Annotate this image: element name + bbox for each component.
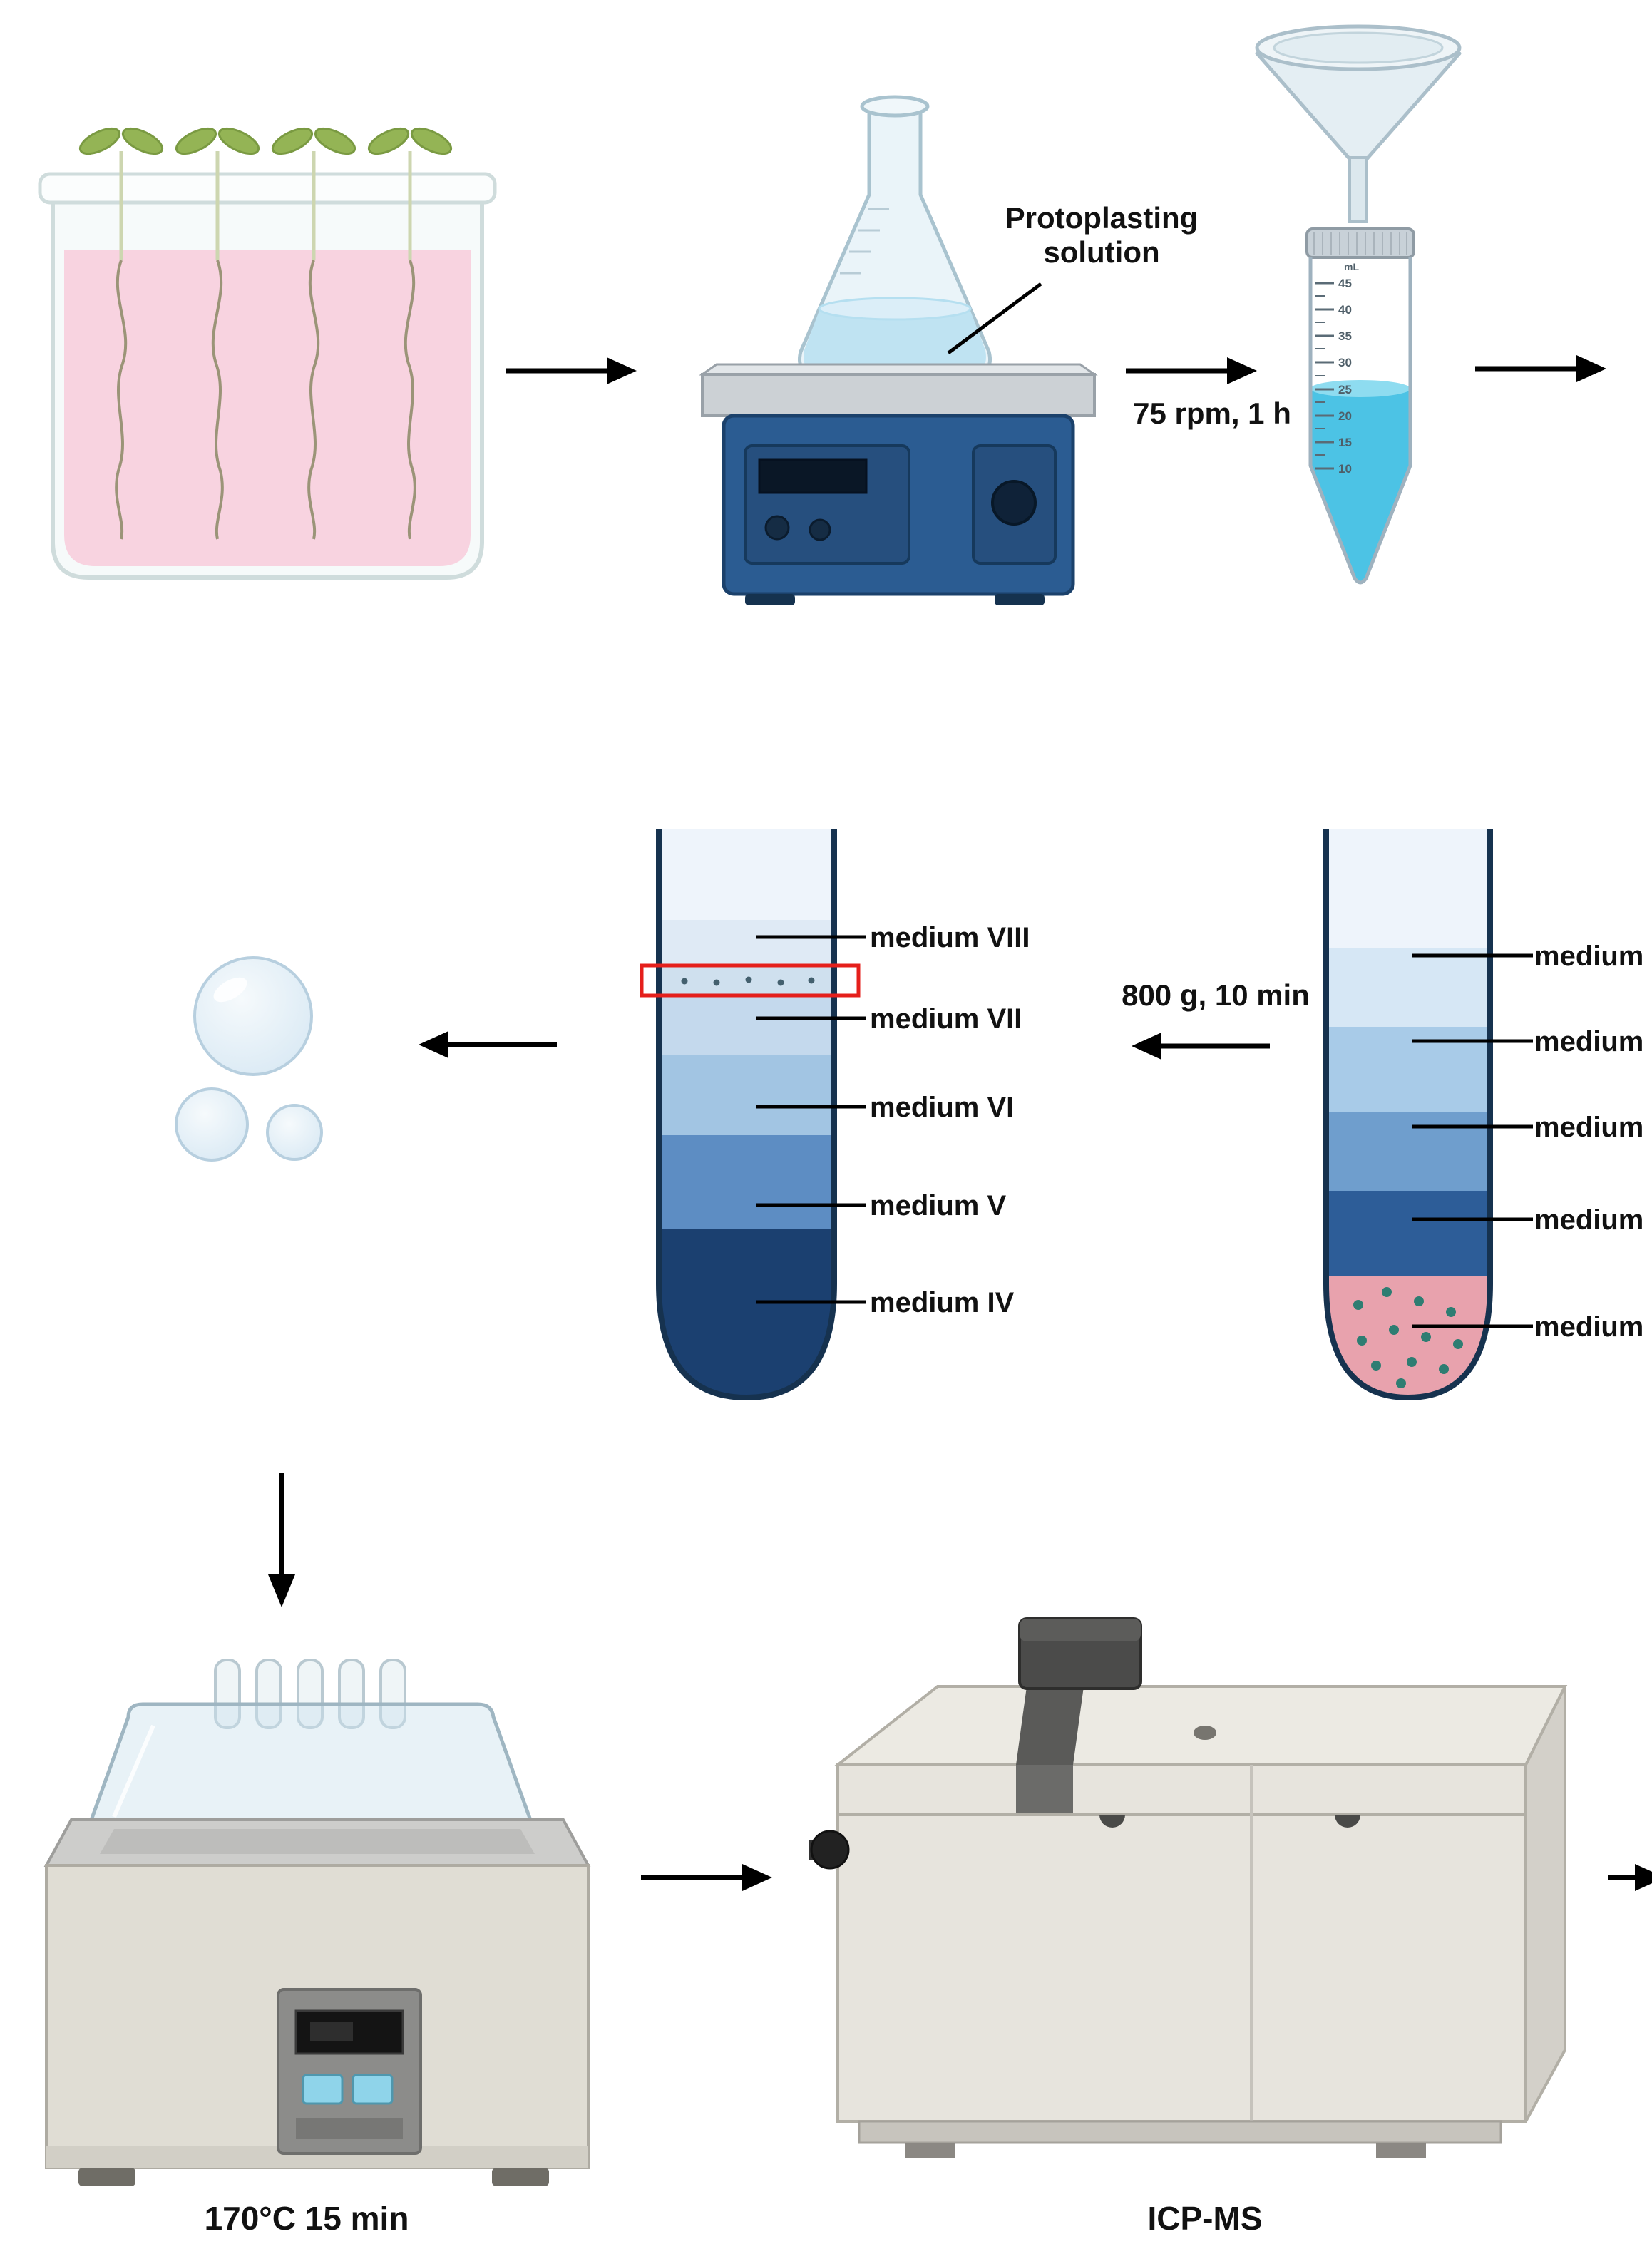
- fraction-label: medium: [1534, 941, 1643, 972]
- fraction-label: medium: [1534, 1204, 1643, 1236]
- bath-opening: [100, 1829, 535, 1854]
- sample-tubes: [214, 1659, 406, 1729]
- water-bath: [43, 1659, 591, 2186]
- bath-control-panel: [277, 1988, 422, 2155]
- falcon-scale-value: 40: [1338, 303, 1352, 317]
- seedling: [271, 127, 356, 540]
- falcon-graduations: mL 45 40 35 30 25 20 15 10: [1315, 261, 1359, 476]
- fraction-label: medium: [1534, 1026, 1643, 1057]
- icpms-instrument: [809, 1617, 1568, 2158]
- flask-liquid: [804, 309, 986, 373]
- bath-button: [352, 2074, 394, 2105]
- water-bath-caption: 170°C 15 min: [204, 2200, 409, 2237]
- falcon-scale-value: 25: [1338, 383, 1352, 396]
- protoplasting-solution-label: Protoplasting solution: [980, 201, 1223, 270]
- falcon-liquid: [1310, 389, 1410, 583]
- falcon-scale-value: 30: [1338, 356, 1352, 369]
- tube-outline: [656, 829, 837, 1401]
- falcon-unit: mL: [1344, 261, 1359, 272]
- seedling: [367, 127, 453, 540]
- icpms-foot: [905, 2143, 955, 2158]
- pointer-line: [947, 282, 1042, 355]
- gradient-bands: [659, 829, 834, 1398]
- stirrer-knob: [809, 518, 831, 541]
- icpms-base: [858, 2120, 1502, 2144]
- icpms-column-top: [1016, 1686, 1084, 1765]
- stirrer-knob: [764, 515, 790, 541]
- protoplast: [175, 1087, 249, 1162]
- protoplast-band-highlight: [640, 963, 861, 998]
- stirrer-plate: [701, 373, 1096, 417]
- icpms-side-knob: [810, 1830, 850, 1870]
- stirrer-plate-top: [699, 363, 1098, 376]
- stirrer-foot: [745, 594, 795, 605]
- tray-rim: [38, 172, 497, 205]
- arrow-right-icon: [641, 1864, 772, 1891]
- falcon-tube: mL 45 40 35 30 25 20 15 10: [1305, 227, 1415, 585]
- icpms-right-face: [1524, 1686, 1566, 2122]
- fraction-label: medium VII: [870, 1003, 1022, 1035]
- arrow-left-icon: [419, 1031, 557, 1058]
- filtration-step: mL 45 40 35 30 25 20 15 10: [1255, 24, 1462, 585]
- seedling: [175, 127, 260, 540]
- falcon-scale-value: 45: [1338, 277, 1352, 290]
- culture-medium: [64, 250, 471, 566]
- protoplasting-label-line2: solution: [1043, 235, 1160, 270]
- stirrer-dial: [991, 480, 1037, 526]
- protoplast-band-cells: [681, 976, 815, 986]
- arrow-right-icon: [1126, 357, 1257, 384]
- falcon-scale-value: 20: [1338, 409, 1352, 423]
- tube-outline: [1323, 829, 1493, 1401]
- icpms-port: [1194, 1726, 1216, 1740]
- fraction-label: medium: [1534, 1112, 1643, 1143]
- fraction-ticks: [1412, 953, 1533, 1328]
- shake-condition-label: 75 rpm, 1 h: [1133, 396, 1291, 430]
- fraction-label: medium IV: [870, 1287, 1015, 1318]
- fraction-ticks: [756, 935, 866, 1304]
- fraction-label: medium VIII: [870, 922, 1030, 953]
- funnel: [1255, 24, 1462, 223]
- loaded-tube: medium medium medium medium medium: [1323, 829, 1643, 1401]
- stirrer-foot: [995, 594, 1045, 605]
- protoplast: [266, 1104, 323, 1161]
- falcon-cap: [1305, 227, 1415, 259]
- seedling-tray: [38, 127, 497, 580]
- arrow-right-icon: [506, 357, 637, 384]
- stirrer-display: [758, 458, 868, 494]
- fraction-label: medium: [1534, 1311, 1643, 1343]
- arrow-down-icon: [268, 1473, 295, 1607]
- falcon-scale-value: 35: [1338, 329, 1352, 343]
- cell-dots: [1353, 1287, 1463, 1388]
- bath-foot: [492, 2168, 549, 2186]
- fraction-label: medium VI: [870, 1092, 1014, 1123]
- icpms-foot: [1376, 2143, 1426, 2158]
- icpms-caption: ICP-MS: [1147, 2200, 1263, 2237]
- arrow-right-icon: [1475, 355, 1606, 382]
- flask-graduations: [840, 208, 889, 275]
- bath-lid: [88, 1702, 534, 1826]
- bath-button: [302, 2074, 344, 2105]
- fraction-label: medium V: [870, 1190, 1006, 1221]
- icpms-column: [1016, 1765, 1073, 1815]
- bath-foot: [78, 2168, 135, 2186]
- magnetic-stirrer: [699, 95, 1098, 605]
- arrow-left-icon: [1132, 1033, 1270, 1060]
- icpms-notch: [1099, 1815, 1125, 1828]
- seedling: [78, 127, 164, 540]
- icpms-notch: [1335, 1815, 1360, 1828]
- arrow-right-icon: [1608, 1864, 1652, 1891]
- falcon-scale-value: 10: [1338, 462, 1352, 476]
- icpms-top-face: [833, 1685, 1568, 1766]
- protoplasting-label-line1: Protoplasting: [1005, 201, 1199, 235]
- protoplast-cells: [175, 956, 323, 1162]
- protoplast: [193, 956, 313, 1076]
- gradient-tube: medium VIII medium VII medium VI medium …: [640, 829, 1030, 1401]
- icpms-front-face: [836, 1763, 1527, 2123]
- loaded-bands: [1326, 829, 1490, 1398]
- centrifuge-condition-label: 800 g, 10 min: [1122, 978, 1310, 1012]
- falcon-outline: [1308, 257, 1412, 585]
- falcon-scale-value: 15: [1338, 436, 1352, 449]
